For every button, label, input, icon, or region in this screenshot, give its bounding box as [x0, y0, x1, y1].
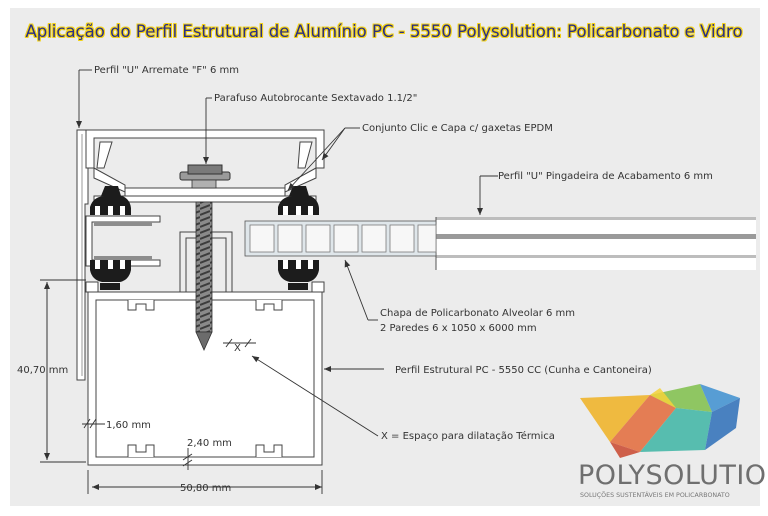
- label-perfil-u-arremate: Perfil "U" Arremate "F" 6 mm: [94, 65, 239, 76]
- gasket-top-left: [90, 196, 131, 215]
- label-x-marker: X: [234, 343, 241, 354]
- polycarbonate-sheet: [244, 220, 437, 257]
- label-chapa-line1: Chapa de Policarbonato Alveolar 6 mm: [380, 308, 575, 319]
- logo-tagline: SOLUÇÕES SUSTENTÁVEIS EM POLICARBONATO: [580, 490, 730, 499]
- polysolution-logo: POLYSOLUTION SOLUÇÕES SUSTENTÁVEIS EM PO…: [578, 384, 768, 499]
- dim-height: 40,70 mm: [17, 365, 68, 376]
- gasket-bottom-right: [278, 260, 319, 282]
- perfil-u-arremate: [76, 129, 89, 381]
- gasket-bottom-left: [90, 260, 131, 282]
- leader-lines: [76, 69, 498, 437]
- logo-mark: [580, 384, 740, 458]
- label-conjunto-clic: Conjunto Clic e Capa c/ gaxetas EPDM: [362, 123, 553, 134]
- label-parafuso: Parafuso Autobrocante Sextavado 1.1/2": [214, 93, 417, 104]
- self-drilling-screw: [179, 164, 231, 351]
- dimension-lines: [40, 279, 323, 494]
- dim-wall: 1,60 mm: [106, 420, 151, 431]
- gasket-top-right: [278, 196, 319, 215]
- clic-inner-profile: [85, 215, 161, 267]
- label-espaco-x: X = Espaço para dilatação Térmica: [381, 430, 555, 442]
- epdm-gaskets: [90, 186, 319, 290]
- logo-name: POLYSOLUTION: [578, 460, 768, 491]
- label-perfil-estrutural: Perfil Estrutural PC - 5550 CC (Cunha e …: [395, 365, 652, 376]
- label-pingadeira: Perfil "U" Pingadeira de Acabamento 6 mm: [498, 171, 713, 182]
- page-title: Aplicação do Perfil Estrutural de Alumín…: [25, 22, 743, 41]
- label-chapa-line2: 2 Paredes 6 x 1050 x 6000 mm: [380, 323, 537, 334]
- pingadeira-profile: [435, 217, 756, 270]
- dim-width: 50,80 mm: [180, 483, 231, 494]
- dim-gap: 2,40 mm: [187, 438, 232, 449]
